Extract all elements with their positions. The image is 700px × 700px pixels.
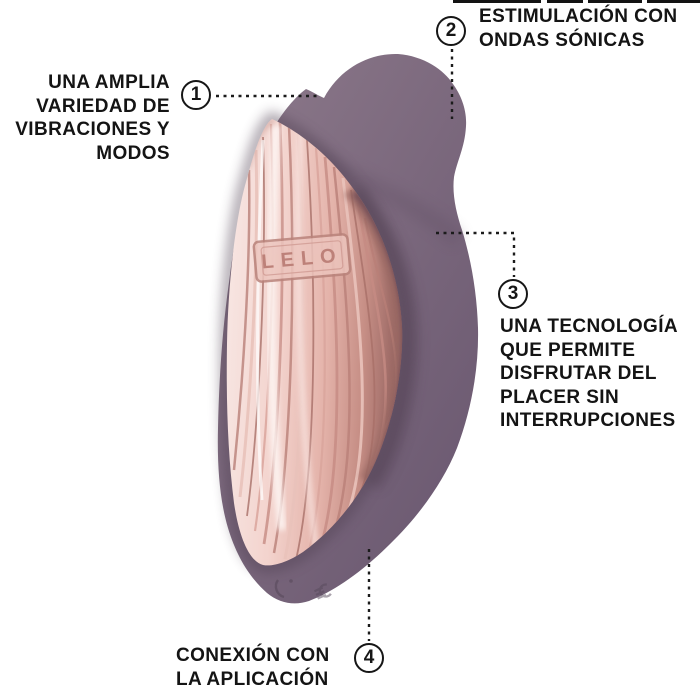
callout-2-line: ONDAS SÓNICAS [479, 29, 645, 51]
callout-4-line: LA APLICACIÓN [176, 668, 329, 690]
callout-3-line: PLACER SIN [500, 386, 620, 408]
callout-1-number: 1 [190, 84, 202, 105]
callout-4-label: CONEXIÓN CON LA APLICACIÓN [176, 644, 330, 691]
callout-3-line: UNA TECNOLOGÍA [500, 316, 679, 337]
callout-2-line: ESTIMULACIÓN CON [479, 6, 678, 27]
callout-1-number-badge: 1 [181, 80, 211, 110]
callout-4-number-badge: 4 [354, 643, 384, 673]
callout-3-number-badge: 3 [498, 279, 528, 309]
callout-1-line: VIBRACIONES Y [15, 119, 170, 140]
callout-4-line: CONEXIÓN CON [176, 645, 330, 666]
callout-1-label: UNA AMPLIA VARIEDAD DE VIBRACIONES Y MOD… [15, 71, 170, 165]
callout-2-label: ESTIMULACIÓN CON ONDAS SÓNICAS [479, 5, 678, 52]
callout-2-number-badge: 2 [436, 16, 466, 46]
engraved-marking-right [313, 583, 332, 600]
callout-3-line: DISFRUTAR DEL [500, 363, 657, 384]
callout-1-line: UNA AMPLIA [48, 72, 170, 93]
callout-1-line: MODOS [96, 142, 170, 164]
callout-3-number: 3 [507, 283, 519, 304]
leader-line-3 [436, 231, 516, 277]
cropped-header-remnant [453, 0, 700, 3]
callout-3-line: QUE PERMITE [500, 339, 636, 361]
callout-1-line: VARIEDAD DE [36, 95, 170, 117]
callout-4-number: 4 [363, 647, 375, 668]
callout-3-label: UNA TECNOLOGÍA QUE PERMITE DISFRUTAR DEL… [500, 315, 678, 433]
lelo-logo-plate: LELO [252, 233, 352, 283]
callout-3-line: INTERRUPCIONES [500, 410, 676, 431]
callout-2-number: 2 [445, 20, 457, 41]
engraved-marking-left [274, 579, 293, 599]
